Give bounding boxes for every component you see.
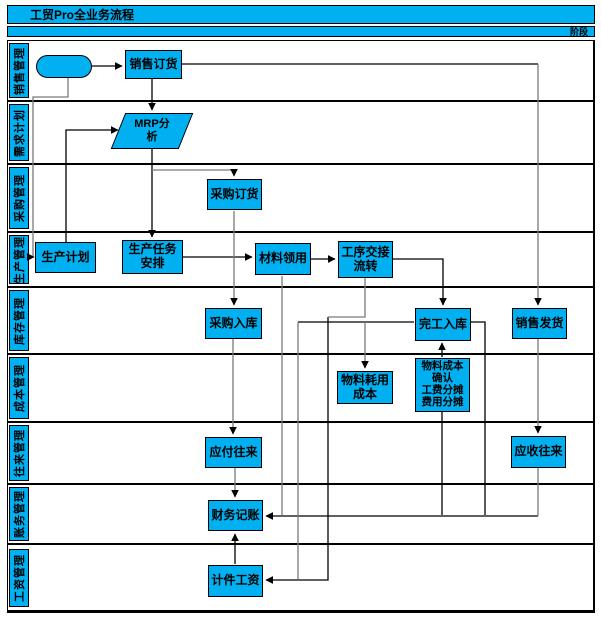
lane-divider bbox=[7, 100, 595, 102]
node-production-task[interactable]: 生产任务 安排 bbox=[122, 240, 183, 274]
lane-divider bbox=[7, 353, 595, 355]
node-mrp-analysis[interactable]: MRP分 析 bbox=[110, 113, 194, 149]
lane-divider bbox=[7, 421, 595, 423]
node-bookkeeping[interactable]: 财务记账 bbox=[208, 500, 263, 531]
lane-label-purchasing: 采购管理 bbox=[9, 167, 29, 229]
lane-label-production: 生产管理 bbox=[9, 235, 29, 284]
node-payable[interactable]: 应付往来 bbox=[205, 437, 262, 468]
node-receivable[interactable]: 应收往来 bbox=[511, 436, 566, 468]
lane-label-inventory: 库存管理 bbox=[9, 290, 29, 351]
node-material-requisition[interactable]: 材料领用 bbox=[255, 243, 311, 275]
lane-label-demand: 需求计划 bbox=[9, 104, 29, 161]
lane-label-cost: 成本管理 bbox=[9, 357, 29, 419]
swimlane-frame bbox=[7, 40, 595, 613]
phase-header-bar: 阶段 bbox=[7, 26, 595, 37]
lane-divider bbox=[7, 543, 595, 545]
diagram-title-bar: 工贸Pro全业务流程 bbox=[7, 5, 595, 24]
node-cost-confirmation[interactable]: 物料成本 确认 工费分摊 费用分摊 bbox=[415, 358, 470, 412]
node-sales-delivery[interactable]: 销售发货 bbox=[512, 308, 567, 339]
lane-divider bbox=[7, 231, 595, 233]
node-sales-order[interactable]: 销售订货 bbox=[125, 50, 182, 79]
lane-label-accounting: 账务管理 bbox=[9, 487, 29, 541]
phase-header-label: 阶段 bbox=[569, 27, 588, 37]
node-finished-receipt[interactable]: 完工入库 bbox=[415, 308, 471, 341]
node-mrp-analysis-label: MRP分 析 bbox=[134, 117, 170, 143]
node-process-handover[interactable]: 工序交接 流转 bbox=[338, 241, 393, 278]
node-purchase-order[interactable]: 采购订货 bbox=[207, 179, 262, 210]
node-purchase-receipt[interactable]: 采购入库 bbox=[205, 308, 262, 339]
lane-label-transaction: 往来管理 bbox=[9, 425, 29, 481]
node-production-plan[interactable]: 生产计划 bbox=[35, 242, 96, 273]
lane-divider bbox=[7, 163, 595, 165]
node-material-cost[interactable]: 物料耗用 成本 bbox=[337, 371, 393, 404]
lane-label-sales: 销售管理 bbox=[9, 43, 29, 98]
node-piece-wage[interactable]: 计件工资 bbox=[208, 565, 263, 597]
start-node[interactable] bbox=[36, 55, 92, 78]
lane-divider bbox=[7, 286, 595, 288]
lane-label-payroll: 工资管理 bbox=[9, 549, 29, 607]
lane-divider bbox=[7, 483, 595, 485]
diagram-title: 工贸Pro全业务流程 bbox=[30, 8, 135, 22]
